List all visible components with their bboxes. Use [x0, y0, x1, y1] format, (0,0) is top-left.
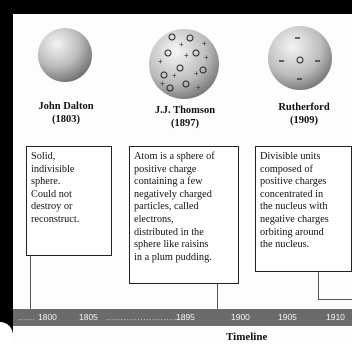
svg-text:+: +: [202, 39, 207, 48]
svg-text:+: +: [158, 57, 163, 66]
svg-text:+: +: [196, 83, 201, 92]
svg-text:+: +: [179, 40, 184, 49]
rutherford-year: (1909): [264, 114, 344, 127]
timeline-tick-1805: 1805: [79, 312, 98, 322]
thomson-description-box: Atom is a sphere of positive charge cont…: [129, 146, 239, 284]
timeline-tick-1910: 1910: [326, 312, 345, 322]
svg-text:+: +: [194, 69, 199, 78]
rutherford-nuclear-atom: [266, 24, 334, 92]
dalton-name: John Dalton: [26, 100, 106, 113]
dalton-name-label: John Dalton (1803): [26, 100, 106, 126]
timeline-tick-1905: 1905: [278, 312, 297, 322]
dalton-year: (1803): [26, 113, 106, 126]
thomson-connector: [217, 284, 218, 309]
thomson-plum-pudding-atom: + + + + + + + + +: [146, 26, 222, 102]
thomson-name: J.J. Thomson: [140, 104, 230, 117]
timeline-dots-middle: ............................: [106, 312, 186, 322]
timeline-dots-left: ......: [18, 312, 35, 322]
rutherford-name: Rutherford: [264, 101, 344, 114]
thomson-name-label: J.J. Thomson (1897): [140, 104, 230, 130]
dalton-description-box: Solid, indivisible sphere. Could not des…: [26, 146, 112, 256]
thomson-year: (1897): [140, 117, 230, 130]
svg-text:+: +: [172, 71, 177, 80]
svg-text:+: +: [160, 79, 165, 88]
timeline-tick-1895: 1895: [176, 312, 195, 322]
rutherford-connector-horizontal: [318, 299, 352, 300]
rutherford-connector-vertical: [318, 272, 319, 300]
rutherford-name-label: Rutherford (1909): [264, 101, 344, 127]
timeline-tick-1900: 1900: [231, 312, 250, 322]
dalton-connector: [30, 256, 31, 309]
rutherford-description-box: Divisible units composed of positive cha…: [255, 146, 352, 272]
svg-text:+: +: [204, 53, 209, 62]
svg-text:+: +: [184, 51, 189, 60]
dalton-atom-sphere: [36, 26, 94, 84]
timeline-tick-1800: 1800: [38, 312, 57, 322]
timeline-label: Timeline: [226, 331, 267, 343]
